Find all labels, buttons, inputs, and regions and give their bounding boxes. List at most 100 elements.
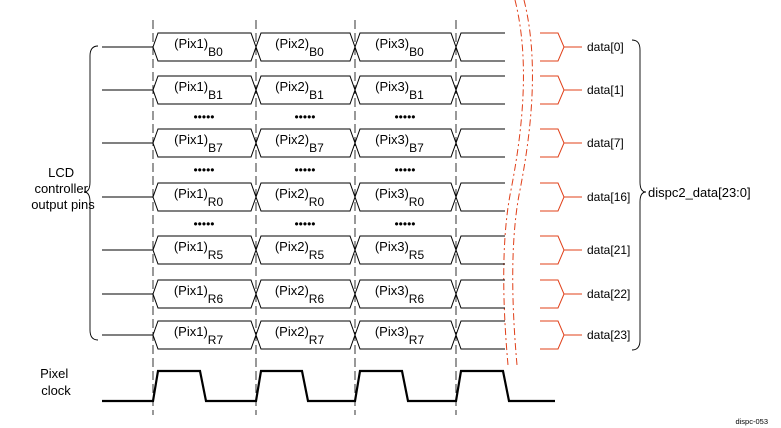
cell-label: (Pix2)R5 [275, 239, 325, 262]
cell-label: (Pix3)R5 [375, 239, 425, 262]
pixel-name: (Pix2) [275, 324, 309, 339]
ellipsis-row: ••••• ••••• ••••• [193, 163, 415, 177]
break-line [503, 0, 524, 366]
pixel-name: (Pix1) [174, 186, 208, 201]
pixel-name: (Pix3) [375, 132, 409, 147]
cell-label: (Pix1)B0 [174, 36, 223, 59]
dispc2-data-bus-label: dispc2_data[23:0] [648, 185, 751, 200]
data-bracket [540, 235, 582, 265]
bit-subscript: R0 [208, 195, 224, 209]
pixel-name: (Pix2) [275, 36, 309, 51]
trailing-cell [455, 279, 505, 309]
pixel-name: (Pix1) [174, 324, 208, 339]
pixel-name: (Pix3) [375, 186, 409, 201]
cell-label: (Pix3)B7 [375, 132, 424, 155]
pixel-name: (Pix3) [375, 324, 409, 339]
bit-subscript: B0 [208, 45, 223, 59]
figure-id: dispc-053 [735, 417, 768, 426]
pixel-name: (Pix1) [174, 79, 208, 94]
data-bracket [540, 279, 582, 309]
ellipsis-row: ••••• ••••• ••••• [193, 217, 415, 231]
pixel-name: (Pix1) [174, 36, 208, 51]
ellipsis: ••••• [294, 110, 315, 124]
data-bracket [540, 128, 582, 158]
bit-subscript: B7 [309, 141, 324, 155]
bit-subscript: B7 [208, 141, 223, 155]
pixel-name: (Pix2) [275, 239, 309, 254]
data-bracket [540, 75, 582, 105]
bit-subscript: R6 [409, 292, 425, 306]
break-line [512, 0, 533, 366]
ellipsis: ••••• [294, 217, 315, 231]
cell-label: (Pix1)R0 [174, 186, 224, 209]
pixel-clock-label: Pixel clock [40, 366, 72, 398]
pixel-name: (Pix2) [275, 79, 309, 94]
bit-subscript: B1 [409, 88, 424, 102]
trailing-cell [455, 320, 505, 350]
ellipsis: ••••• [193, 110, 214, 124]
data-label: data[22] [587, 287, 630, 301]
cell-label: (Pix1)B1 [174, 79, 223, 102]
trailing-cell [455, 75, 505, 105]
break-lines [503, 0, 533, 366]
bit-subscript: R7 [409, 333, 425, 347]
bit-subscript: R5 [409, 248, 425, 262]
pixel-name: (Pix2) [275, 132, 309, 147]
pixel-name: (Pix3) [375, 79, 409, 94]
data-label: data[21] [587, 243, 630, 257]
cell-label: (Pix3)R7 [375, 324, 425, 347]
cell-label: (Pix1)R5 [174, 239, 224, 262]
trailing-cell [455, 32, 505, 62]
bit-subscript: B0 [309, 45, 324, 59]
pixel-clock-waveform [102, 369, 555, 403]
bit-subscript: R7 [309, 333, 325, 347]
pixel-name: (Pix2) [275, 283, 309, 298]
bit-subscript: R0 [409, 195, 425, 209]
left-brace [83, 45, 99, 341]
trailing-cell [455, 235, 505, 265]
data-label: data[23] [587, 328, 630, 342]
bit-subscript: R6 [208, 292, 224, 306]
controller-pins-label: LCD controller output pins [31, 165, 95, 212]
bit-subscript: R7 [208, 333, 224, 347]
data-label: data[16] [587, 190, 630, 204]
bit-subscript: B1 [309, 88, 324, 102]
right-brace [631, 39, 647, 351]
cell-label: (Pix2)B0 [275, 36, 324, 59]
bit-subscript: R5 [208, 248, 224, 262]
cell-label: (Pix2)R7 [275, 324, 325, 347]
cell-label: (Pix2)B7 [275, 132, 324, 155]
pixel-name: (Pix2) [275, 186, 309, 201]
timing-guides [152, 20, 457, 415]
cell-label: (Pix3)B0 [375, 36, 424, 59]
data-bracket [540, 32, 582, 62]
pixel-name: (Pix1) [174, 239, 208, 254]
pixel-name: (Pix3) [375, 239, 409, 254]
ellipsis: ••••• [193, 163, 214, 177]
bit-subscript: R0 [309, 195, 325, 209]
cell-label: (Pix3)B1 [375, 79, 424, 102]
bit-subscript: B1 [208, 88, 223, 102]
data-bracket [540, 320, 582, 350]
cell-label: (Pix2)B1 [275, 79, 324, 102]
bit-subscript: R6 [309, 292, 325, 306]
cell-label: (Pix2)R0 [275, 186, 325, 209]
pixel-name: (Pix3) [375, 36, 409, 51]
cell-label: (Pix2)R6 [275, 283, 325, 306]
ellipsis: ••••• [394, 163, 415, 177]
data-label: data[0] [587, 40, 624, 54]
ellipsis: ••••• [193, 217, 214, 231]
data-label: data[1] [587, 83, 624, 97]
cell-label: (Pix1)R6 [174, 283, 224, 306]
ellipsis: ••••• [394, 217, 415, 231]
pixel-name: (Pix3) [375, 283, 409, 298]
bit-subscript: R5 [309, 248, 325, 262]
